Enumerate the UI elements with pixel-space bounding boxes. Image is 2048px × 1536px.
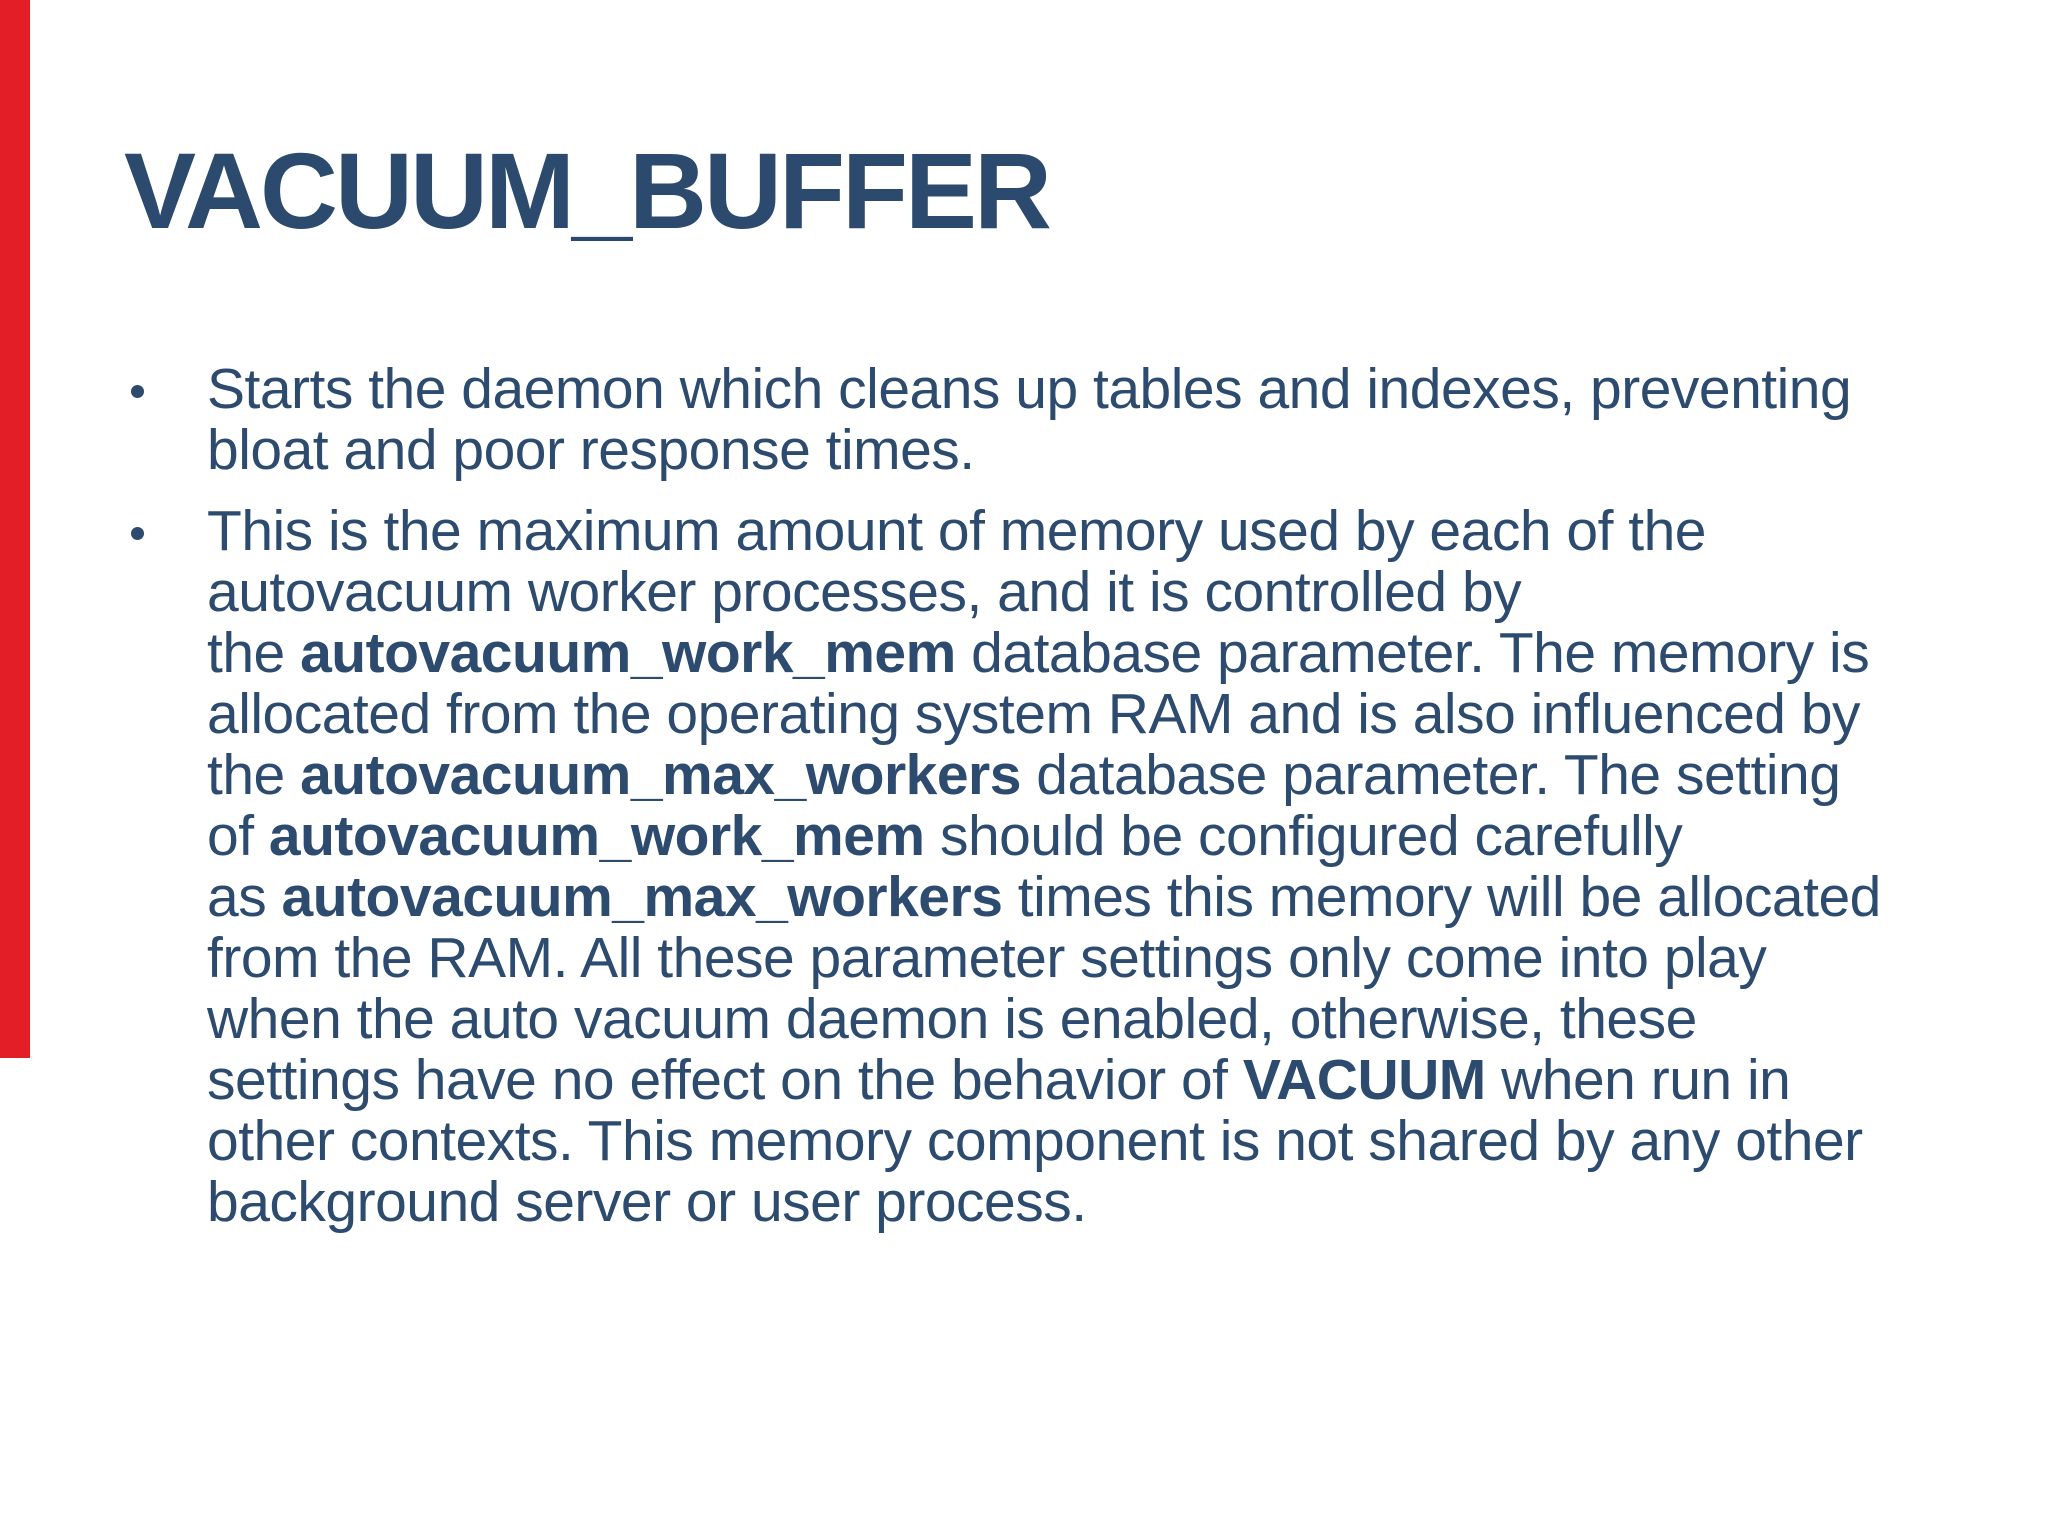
text-line: autovacuum worker processes, and it is c… bbox=[207, 562, 2007, 623]
text-segment: should be configured carefully bbox=[924, 804, 1683, 868]
text-segment: the bbox=[207, 621, 301, 685]
bold-term: autovacuum_work_mem bbox=[268, 804, 925, 868]
text-line: of autovacuum_work_mem should be configu… bbox=[207, 806, 2007, 867]
text-segment: Starts the daemon which cleans up tables… bbox=[207, 357, 1852, 421]
text-line: other contexts. This memory component is… bbox=[207, 1111, 2007, 1172]
text-segment: This is the maximum amount of memory use… bbox=[207, 499, 1706, 563]
text-line: bloat and poor response times. bbox=[207, 420, 2007, 481]
text-line: from the RAM. All these parameter settin… bbox=[207, 928, 2007, 989]
bold-term: VACUUM bbox=[1242, 1048, 1486, 1112]
text-segment: bloat and poor response times. bbox=[207, 418, 975, 482]
text-line: when the auto vacuum daemon is enabled, … bbox=[207, 989, 2007, 1050]
text-segment: when the auto vacuum daemon is enabled, … bbox=[207, 987, 1697, 1051]
bold-term: autovacuum_max_workers bbox=[300, 743, 1021, 807]
text-segment: database parameter. The setting bbox=[1020, 743, 1841, 807]
bullet-dot-icon bbox=[131, 385, 144, 398]
text-segment: from the RAM. All these parameter settin… bbox=[207, 926, 1767, 990]
text-segment: background server or user process. bbox=[207, 1170, 1087, 1234]
left-accent-bar bbox=[0, 0, 30, 1058]
text-line: background server or user process. bbox=[207, 1172, 2007, 1233]
text-line: Starts the daemon which cleans up tables… bbox=[207, 359, 2007, 420]
text-line: the autovacuum_work_mem database paramet… bbox=[207, 623, 2007, 684]
text-line: as autovacuum_max_workers times this mem… bbox=[207, 867, 2007, 928]
text-segment: database parameter. The memory is bbox=[955, 621, 1870, 685]
text-segment: the bbox=[207, 743, 301, 807]
text-segment: when run in bbox=[1485, 1048, 1791, 1112]
text-segment: as bbox=[207, 865, 282, 929]
text-line: allocated from the operating system RAM … bbox=[207, 684, 2007, 745]
text-segment: times this memory will be allocated bbox=[1002, 865, 1882, 929]
text-segment: autovacuum worker processes, and it is c… bbox=[207, 560, 1522, 624]
bullet-item: This is the maximum amount of memory use… bbox=[127, 501, 2007, 1233]
bullet-item: Starts the daemon which cleans up tables… bbox=[127, 359, 2007, 481]
text-segment: settings have no effect on the behavior … bbox=[207, 1048, 1243, 1112]
text-segment: of bbox=[207, 804, 269, 868]
text-line: settings have no effect on the behavior … bbox=[207, 1050, 2007, 1111]
bullet-list: Starts the daemon which cleans up tables… bbox=[127, 359, 2007, 1233]
text-segment: other contexts. This memory component is… bbox=[207, 1109, 1863, 1173]
text-line: This is the maximum amount of memory use… bbox=[207, 501, 2007, 562]
bold-term: autovacuum_max_workers bbox=[281, 865, 1003, 929]
bold-term: autovacuum_work_mem bbox=[300, 621, 956, 685]
bullet-dot-icon bbox=[131, 527, 144, 540]
text-line: the autovacuum_max_workers database para… bbox=[207, 745, 2007, 806]
text-segment: allocated from the operating system RAM … bbox=[207, 682, 1861, 746]
slide-title: VACUUM_BUFFER bbox=[124, 130, 1052, 251]
